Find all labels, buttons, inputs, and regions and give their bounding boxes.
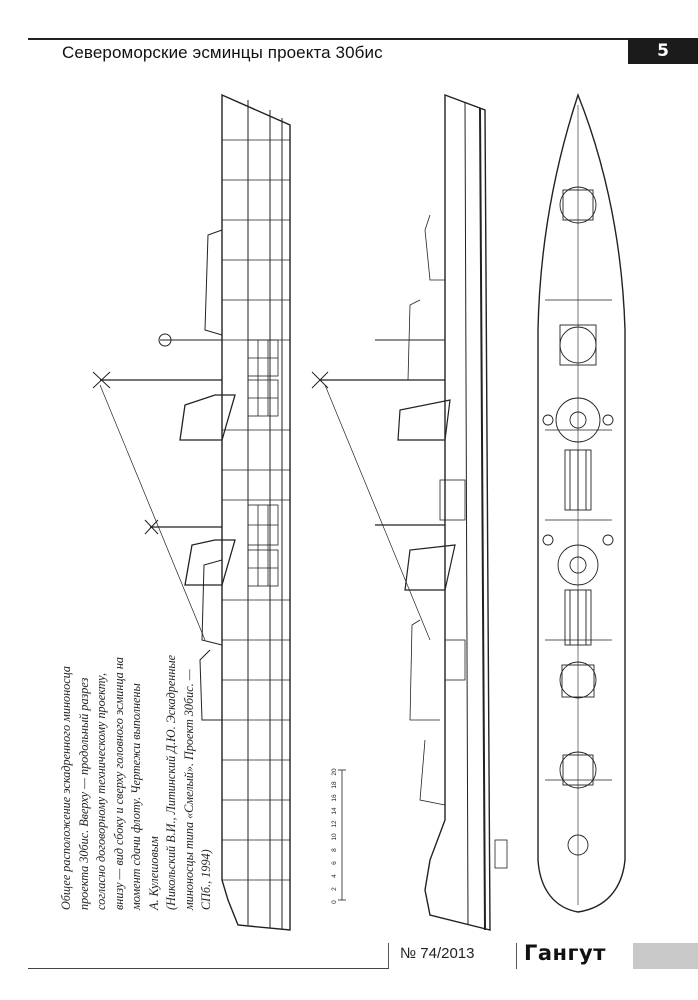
caption-line: миноносцы типа «Смелый». Проект 30бис. — (181, 669, 196, 910)
caption-line: согласно договорному техническому проект… (94, 672, 108, 910)
issue-number: № 74/2013 (400, 945, 475, 962)
caption-line: (Никольский В.И., Литинский Д.Ю. Эскадре… (164, 654, 178, 910)
scale-label: 20 (331, 768, 338, 776)
caption-line: внизу — вид сбоку и сверху головного эсм… (111, 657, 126, 910)
header-rule (28, 38, 628, 40)
scale-label: 10 (331, 833, 338, 841)
scale-label: 8 (331, 848, 338, 852)
footer-grey-bar (633, 943, 698, 969)
scale-label: 18 (331, 781, 338, 789)
page-title: Североморские эсминцы проекта 30бис (62, 43, 383, 62)
scale-bar (338, 769, 346, 901)
longitudinal-section-drawing (92, 93, 291, 931)
caption-line: Общее расположение эскадренного миноносц… (59, 666, 73, 910)
scale-label: 2 (331, 887, 338, 891)
magazine-logo: Гангут (524, 941, 606, 965)
scale-label: 16 (331, 794, 338, 802)
footer-rule (28, 968, 388, 969)
side-view-drawing (311, 93, 508, 931)
caption-line: А. Кулешовым (146, 836, 161, 910)
page-number-badge: 5 (628, 38, 698, 64)
figure-caption: Общее расположение эскадренного миноносц… (58, 610, 213, 910)
scale-label: 4 (331, 874, 338, 878)
footer-divider (516, 943, 517, 969)
plan-view-drawing (537, 92, 626, 913)
caption-line: СПб., 1994) (199, 849, 213, 910)
caption-line: момент сдачи флоту. Чертежи выполнены (129, 683, 143, 910)
scale-label: 12 (331, 820, 338, 828)
footer-divider (388, 943, 389, 969)
scale-label: 0 (331, 900, 338, 904)
scale-label: 6 (331, 861, 338, 865)
caption-line: проекта 30бис. Вверху — продольный разре… (76, 677, 91, 910)
footer: № 74/2013 Гангут (28, 941, 698, 969)
scale-label: 14 (331, 807, 338, 815)
